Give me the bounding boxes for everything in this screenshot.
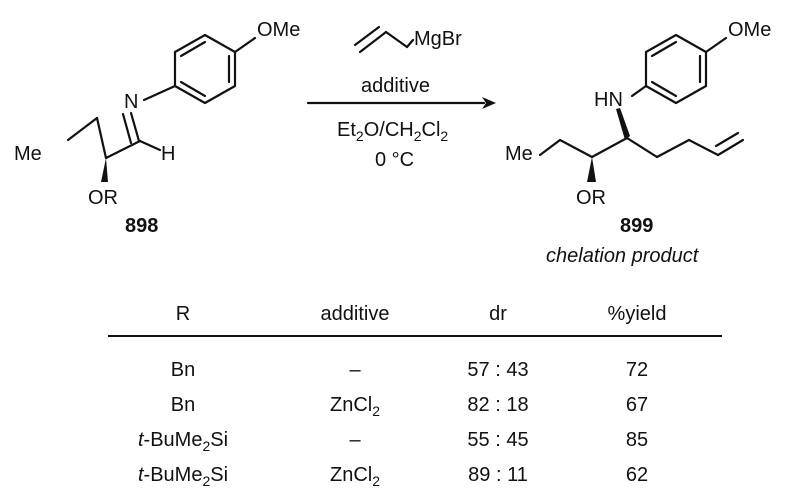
allyl-double-bond	[358, 30, 388, 54]
reactant-benzene-ring	[173, 33, 237, 105]
product-or-wedge-bond	[587, 157, 596, 182]
product-benzene-ring	[644, 33, 708, 105]
cell-additive: –	[349, 359, 361, 381]
product-hn-label: HN	[594, 89, 623, 111]
reactant-ring-double-bond	[179, 80, 207, 98]
solvent-label: Et2O/CH2Cl2	[337, 119, 448, 144]
cell-additive: –	[349, 429, 361, 451]
reactant-structure: OMe N H Me OR 898	[14, 19, 300, 237]
product-vinyl-double-bond	[716, 138, 745, 157]
allyl-single-bond	[384, 30, 409, 49]
reactant-or-label: OR	[88, 187, 118, 209]
reactant-ring-n-bond	[142, 84, 177, 102]
reactant-ome-label: OMe	[257, 19, 300, 41]
cell-r: t-BuMe2Si	[138, 464, 228, 489]
cell-r: Bn	[171, 359, 195, 381]
reactant-c1-c2-bond	[104, 139, 142, 160]
temperature-label: 0 °C	[375, 149, 414, 171]
cell-r: t-BuMe2Si	[138, 429, 228, 454]
header-additive: additive	[321, 303, 390, 325]
reactant-ch-bond	[138, 139, 162, 152]
reactant-wedge-bond	[101, 158, 108, 182]
allyl-double-bond	[353, 25, 381, 47]
reactant-h-label: H	[161, 143, 175, 165]
reactant-n-label: N	[124, 91, 138, 113]
grignard-label: MgBr	[414, 28, 462, 50]
product-ring-double-bond	[650, 80, 678, 98]
cell-dr: 89 : 11	[468, 464, 528, 486]
cell-yield: 72	[626, 359, 648, 381]
reactant-imine-bond	[129, 111, 141, 143]
product-id: 899	[620, 215, 653, 237]
product-allyl-bond	[655, 138, 691, 159]
reactant-id: 898	[125, 215, 158, 237]
product-me-label: Me	[505, 143, 533, 165]
cell-additive: ZnCl2	[330, 464, 380, 489]
reactant-imine-bond	[121, 112, 133, 145]
allyl-mg-bond	[405, 38, 415, 49]
cell-yield: 85	[626, 429, 648, 451]
product-allyl-bond	[625, 136, 659, 159]
reactant-ring-double-bond	[179, 40, 207, 58]
reaction-arrowhead	[482, 97, 496, 109]
header-dr: dr	[489, 303, 507, 325]
product-ome-bond	[704, 36, 728, 54]
reagents: MgBr additive Et2O/CH2Cl2 0 °C	[306, 25, 496, 171]
cell-additive: ZnCl2	[330, 394, 380, 419]
cell-yield: 62	[626, 464, 648, 486]
cell-dr: 82 : 18	[467, 394, 528, 416]
product-ring-double-bond	[650, 40, 678, 58]
reactant-c2-c3-bond	[95, 116, 108, 160]
product-c-me-bond	[538, 138, 562, 157]
cell-yield: 67	[626, 394, 648, 416]
reactant-c3-me-bond	[66, 116, 99, 142]
additive-label: additive	[361, 75, 430, 97]
product-ring-n-bond	[630, 84, 648, 98]
product-or-label: OR	[576, 187, 606, 209]
product-caption: chelation product	[546, 245, 700, 267]
product-structure: OMe HN Me OR 899 chelation product	[505, 19, 771, 267]
reactant-me-label: Me	[14, 143, 42, 165]
product-vinyl-double-bond	[714, 131, 740, 148]
cell-r: Bn	[171, 394, 195, 416]
header-r: R	[176, 303, 190, 325]
product-c-c-bond	[558, 138, 594, 159]
reactant-ome-bond	[233, 36, 257, 54]
cell-dr: 55 : 45	[467, 429, 528, 451]
cell-dr: 57 : 43	[467, 359, 528, 381]
header-yield: %yield	[608, 303, 667, 325]
product-wedge-bond	[616, 108, 630, 140]
product-c-c-bond	[590, 136, 629, 159]
results-table: R additive dr %yield Bn – 57 : 43 72 Bn …	[108, 303, 722, 489]
product-ome-label: OMe	[728, 19, 771, 41]
product-vinyl-bond	[687, 138, 720, 157]
